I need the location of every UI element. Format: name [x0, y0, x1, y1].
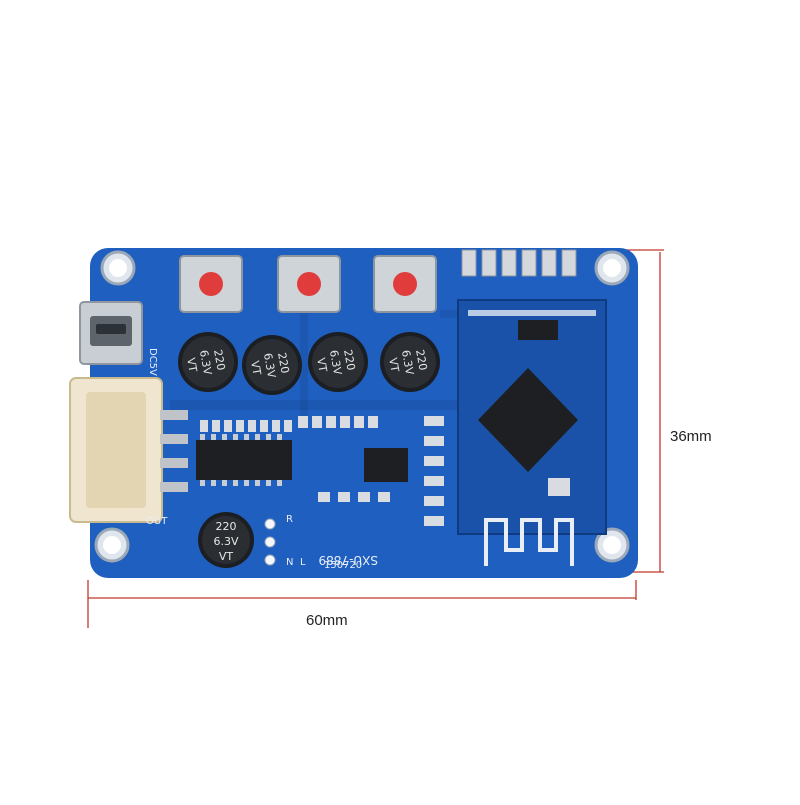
resistor — [312, 416, 322, 428]
header-pins — [461, 249, 577, 277]
mounting-hole-top-left — [100, 250, 136, 286]
capacitor-brand-label: VT — [219, 550, 234, 563]
capacitor-label: VT — [248, 360, 263, 377]
resistor — [272, 420, 280, 432]
tact-button-1 — [179, 255, 243, 313]
resistor — [358, 492, 370, 502]
model-label: SXU-7889 — [319, 553, 379, 567]
resistor — [424, 496, 444, 506]
resistor — [338, 492, 350, 502]
tact-button-2 — [277, 255, 341, 313]
resistor — [260, 420, 268, 432]
capacitor-label: 220 — [341, 349, 357, 372]
resistor — [424, 516, 444, 526]
resistor — [224, 420, 232, 432]
height-dimension-label: 36mm — [670, 428, 712, 445]
width-dimension-label: 60mm — [306, 612, 348, 629]
capacitor-label: VT — [386, 357, 401, 374]
width-dimension — [87, 580, 637, 628]
resistor — [236, 420, 244, 432]
header-pin — [501, 249, 517, 277]
header-pin — [481, 249, 497, 277]
amplifier-ic — [196, 434, 292, 486]
header-pin — [561, 249, 577, 277]
mounting-hole-bottom-right — [594, 527, 630, 563]
date-label: 150720 — [324, 560, 362, 571]
power-label: DC5V — [147, 348, 158, 376]
capacitor-label: 220 — [211, 349, 227, 372]
header-pin — [521, 249, 537, 277]
resistor — [424, 476, 444, 486]
capacitor-bottom: 220 6.3V VT — [198, 512, 254, 568]
pin-holes — [264, 518, 276, 566]
out-label: OUT — [146, 516, 168, 527]
capacitor-voltage-label: 6.3V — [213, 535, 238, 548]
resistor — [378, 492, 390, 502]
small-ic — [364, 448, 408, 482]
resistor — [248, 420, 256, 432]
tact-button-3 — [373, 255, 437, 313]
resistor — [340, 416, 350, 428]
resistor — [318, 492, 330, 502]
pin-label-n: N — [286, 557, 293, 568]
capacitor-label: 6.3V — [261, 352, 278, 379]
header-pin — [461, 249, 477, 277]
jst-connector-icon — [69, 377, 188, 523]
pin-label-r: R — [286, 514, 293, 525]
capacitor-value-label: 220 — [216, 520, 237, 533]
capacitor-label: 220 — [413, 349, 429, 372]
resistor — [368, 416, 378, 428]
resistor — [354, 416, 364, 428]
pin-label-l: L — [300, 557, 306, 568]
resistor — [326, 416, 336, 428]
bluetooth-antenna-icon — [484, 518, 574, 566]
resistor — [424, 456, 444, 466]
resistor — [298, 416, 308, 428]
mounting-hole-top-right — [594, 250, 630, 286]
capacitor-label: VT — [184, 357, 199, 374]
capacitor-label: VT — [314, 357, 329, 374]
smd-resistors — [200, 416, 444, 526]
resistor — [424, 416, 444, 426]
capacitor-label: 6.3V — [197, 349, 214, 376]
capacitor-label: 6.3V — [327, 349, 344, 376]
resistor — [284, 420, 292, 432]
mounting-hole-bottom-left — [94, 527, 130, 563]
resistor — [424, 436, 444, 446]
usb-port-icon — [79, 301, 143, 365]
header-pin — [541, 249, 557, 277]
capacitor-label: 6.3V — [399, 349, 416, 376]
resistor — [212, 420, 220, 432]
bluetooth-module — [457, 299, 607, 566]
resistor — [200, 420, 208, 432]
capacitor-label: 220 — [275, 352, 291, 375]
